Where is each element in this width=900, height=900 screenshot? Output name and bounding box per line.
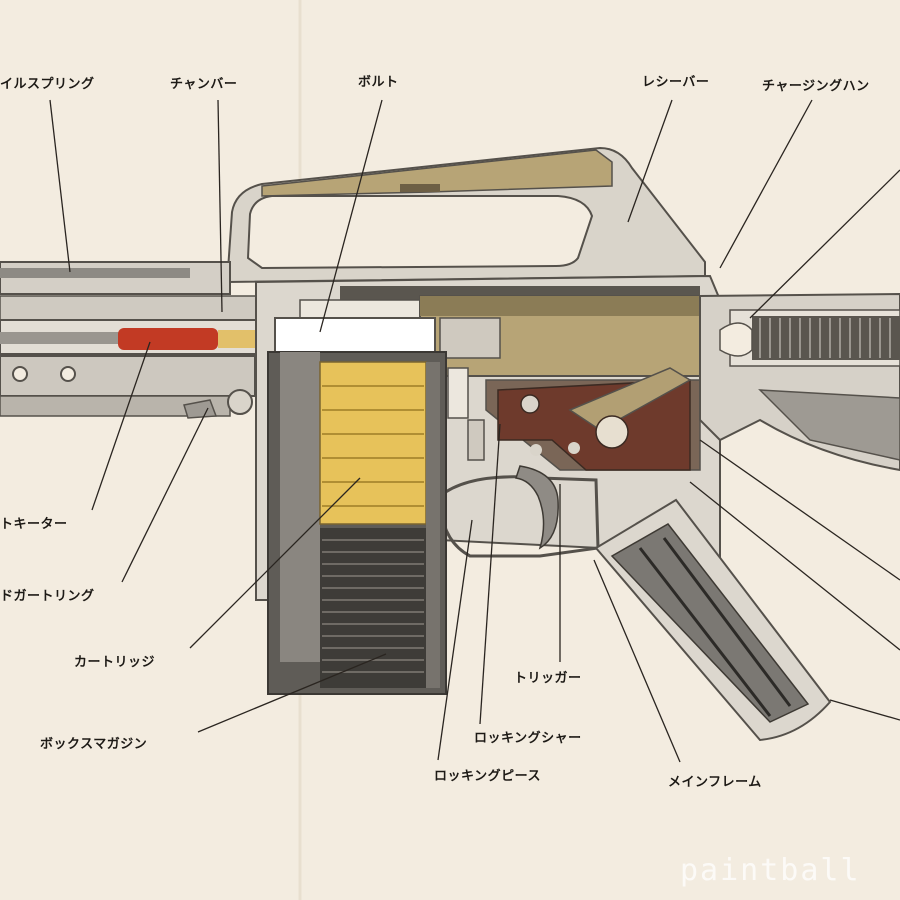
chamber-red-cartridge <box>118 328 218 350</box>
watermark: paintball <box>680 853 861 888</box>
label-deflector: トキーター <box>0 517 68 532</box>
label-recoil-spring: イルスプリング <box>0 76 95 92</box>
label-box-magazine: ボックスマガジン <box>40 736 147 752</box>
stock-assembly <box>699 292 900 472</box>
label-locking-piece: ロッキングピース <box>434 768 541 784</box>
buffer-spring <box>752 316 900 360</box>
label-main-frame: メインフレーム <box>668 775 762 790</box>
label-locking-shaft: ロッキングシャー <box>474 730 582 746</box>
label-charging-handle: チャージングハン <box>762 78 870 94</box>
label-guard-ring: ドガートリング <box>0 588 95 604</box>
pistol-grip <box>594 498 832 742</box>
barrel-assembly <box>0 261 301 419</box>
label-bolt: ボルト <box>358 74 399 90</box>
leader-lines <box>49 99 900 763</box>
label-cartridge: カートリッジ <box>74 655 155 670</box>
label-chamber: チャンバー <box>170 77 237 92</box>
label-receiver: レシーバー <box>642 75 709 90</box>
box-magazine <box>267 351 447 695</box>
label-trigger: トリッガー <box>514 671 582 686</box>
carrying-handle <box>227 146 706 284</box>
labels: イルスプリング チャンバー ボルト レシーバー チャージングハン トキーター ド… <box>0 74 870 790</box>
